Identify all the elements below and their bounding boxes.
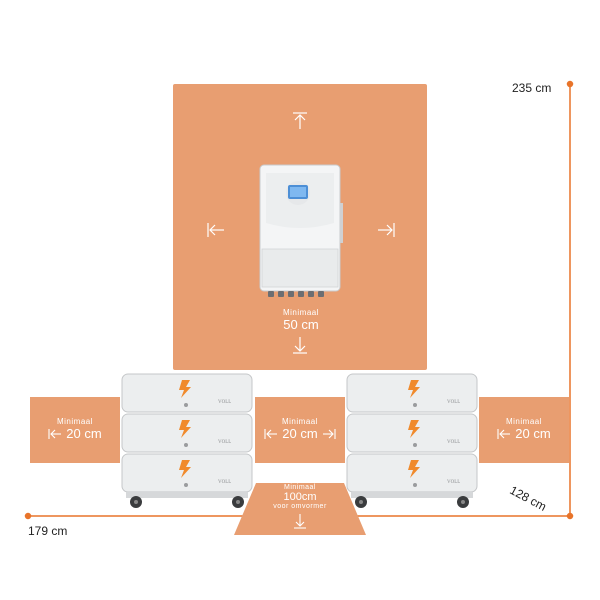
battery-stack-left-image (121, 373, 253, 508)
arrow-down-icon (293, 337, 307, 354)
left-clearance-zone (30, 397, 120, 463)
front-label-value: 100cm (283, 491, 317, 503)
battery-brand-label: VOLL (447, 480, 461, 485)
front-clearance-label: Minimaal 100cm voor omvormer (256, 484, 344, 511)
middle-clearance-zone (255, 397, 345, 463)
battery-brand-label: VOLL (447, 440, 461, 445)
arrow-left-icon (497, 428, 511, 439)
arrow-right-icon (322, 428, 336, 439)
arrow-up-icon (293, 112, 307, 129)
battery-brand-label: VOLL (218, 480, 232, 485)
inverter-clearance-label: Minimaal 50 cm (258, 308, 344, 332)
right-clearance-label: Minimaal 20 cm (479, 417, 569, 441)
front-label-bottom: voor omvormer (273, 503, 327, 510)
inverter-image (259, 164, 343, 297)
battery-stack-right: VOLL VOLL VOLL (345, 372, 481, 512)
battery-stack-left: VOLL VOLL VOLL (120, 372, 256, 512)
arrow-right-icon (378, 223, 395, 237)
middle-clearance-label: Minimaal 20 cm (255, 417, 345, 441)
front-clearance-zone (234, 483, 366, 535)
battery-brand-label: VOLL (447, 400, 461, 405)
inverter-label-top: Minimaal (282, 308, 319, 317)
inverter-label-value: 50 cm (283, 317, 319, 332)
width-dimension-label: 179 cm (28, 524, 68, 538)
arrow-left-icon (48, 428, 62, 439)
battery-brand-label: VOLL (218, 400, 232, 405)
arrow-left-icon (264, 428, 278, 439)
front-label-top: Minimaal (283, 484, 316, 491)
right-label-top: Minimaal (505, 417, 542, 426)
height-dimension-label: 235 cm (512, 81, 552, 95)
battery-brand-label: VOLL (218, 440, 232, 445)
left-clearance-label: Minimaal 20 cm (30, 417, 120, 441)
middle-label-value: 20 cm (282, 426, 318, 441)
arrow-left-icon (207, 223, 224, 237)
right-clearance-zone (479, 397, 569, 463)
arrow-down-icon (294, 514, 306, 529)
left-label-value: 20 cm (66, 426, 102, 441)
left-label-top: Minimaal (56, 417, 93, 426)
middle-label-top: Minimaal (281, 417, 318, 426)
right-label-value: 20 cm (515, 426, 551, 441)
battery-stack-right-image (346, 373, 478, 508)
